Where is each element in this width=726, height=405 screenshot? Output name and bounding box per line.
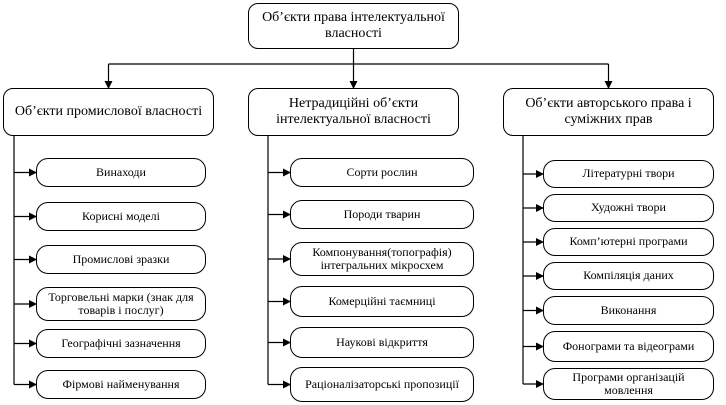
list-item: Програми організацій мовлення [543,368,714,400]
list-item: Літературні твори [543,160,714,188]
list-item: Промислові зразки [36,245,206,274]
list-item: Породи тварин [290,200,474,229]
category-copyright-related-rights: Об’єкти авторського права і суміжних пра… [503,88,714,136]
list-item: Комерційні таємниці [290,286,474,317]
category-title: Нетрадиційні об’єкти інтелектуальної вла… [276,95,431,127]
list-item: Сорти рослин [290,158,474,187]
list-item: Виконання [543,296,714,325]
list-item: Комп’ютерні програми [543,228,714,256]
list-item: Корисні моделі [36,202,206,231]
list-item: Винаходи [36,158,206,187]
list-item: Компонування(топографія) інтегральних мі… [290,242,474,276]
list-item: Компіляція даних [543,262,714,290]
list-item: Фонограми та відеограми [543,331,714,362]
list-item: Фірмові найменування [36,370,206,399]
category-industrial-property: Об’єкти промислової власності [3,88,214,136]
list-item: Наукові відкриття [290,327,474,358]
root-box: Об’єкти права інтелектуальної власності [248,3,459,49]
root-label: Об’єкти права інтелектуальної власності [262,9,445,41]
list-item: Художні твори [543,194,714,222]
category-title: Об’єкти авторського права і суміжних пра… [525,95,692,127]
category-title: Об’єкти промислової власності [14,103,203,119]
list-item: Раціоналізаторські пропозиції [290,367,474,402]
category-nontraditional-objects: Нетрадиційні об’єкти інтелектуальної вла… [248,88,459,136]
list-item: Торговельні марки (знак для товарів і по… [36,287,206,321]
list-item: Географічні зазначення [36,329,206,358]
